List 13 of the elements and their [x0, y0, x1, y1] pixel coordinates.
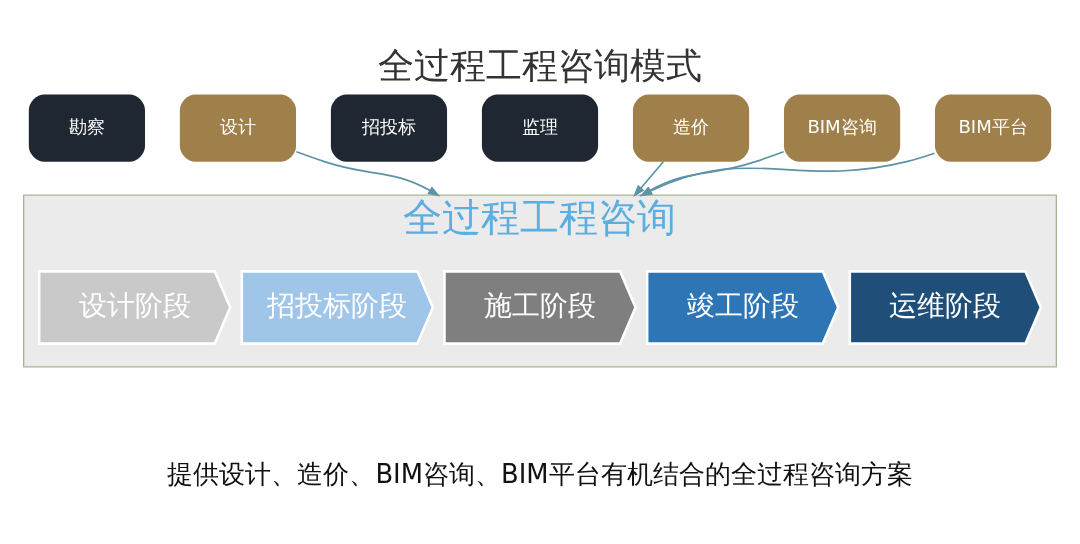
node-box: 设计 [179, 94, 297, 162]
diagram-title: 全过程工程咨询模式 [378, 44, 702, 88]
node-box: BIM平台 [935, 94, 1052, 162]
arrow [295, 150, 441, 197]
arrow [633, 160, 665, 198]
node-box: 监理 [481, 94, 599, 162]
caption: 提供设计、造价、BIM咨询、BIM平台有机结合的全过程咨询方案 [167, 459, 913, 490]
arrow [639, 150, 785, 197]
arrow [639, 152, 936, 197]
node-box: 造价 [632, 94, 750, 162]
node-box: 勘察 [28, 94, 145, 162]
node-box: 招投标 [330, 94, 448, 162]
node-box: BIM咨询 [783, 94, 901, 162]
